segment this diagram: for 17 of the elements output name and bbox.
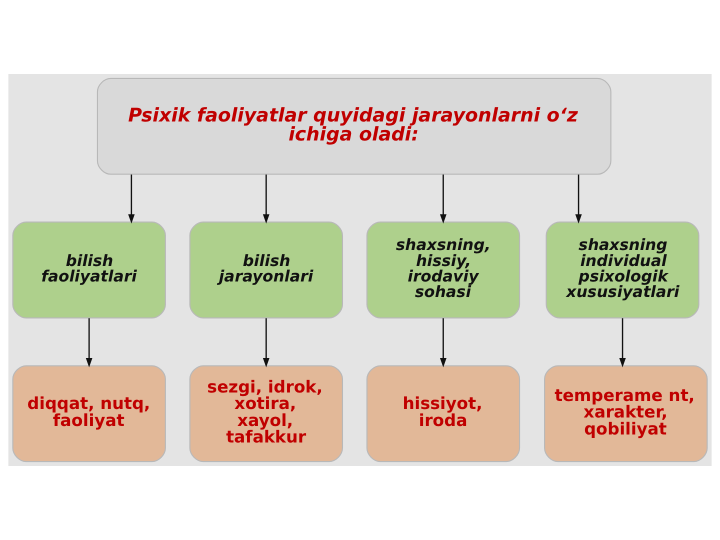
node-box: temperame nt, xarakter, qobiliyat (544, 365, 708, 462)
arrow (86, 318, 92, 368)
arrow (619, 318, 626, 368)
arrow (262, 174, 270, 224)
node-box: Psixik faoliyatlar quyidagi jarayonlarni o‘z ichiga oladi: (96, 78, 612, 175)
node-box: shaxsning individual psixologik xususiyatlari (546, 222, 700, 318)
node-box: hissiyot, iroda (366, 365, 520, 462)
node-box: shaxsning, hissiy, irodaviy sohasi (366, 222, 520, 318)
arrow (128, 174, 135, 224)
arrow (262, 318, 270, 368)
arrow (440, 318, 447, 368)
node-box: bilish faoliyatlari (12, 222, 166, 318)
arrow (440, 174, 447, 224)
node-box: bilish jarayonlari (189, 222, 344, 318)
node-box: diqqat, nutq, faoliyat (12, 365, 166, 462)
arrow (575, 174, 582, 224)
node-box: sezgi, idrok, xotira, xayol, tafakkur (189, 365, 344, 462)
